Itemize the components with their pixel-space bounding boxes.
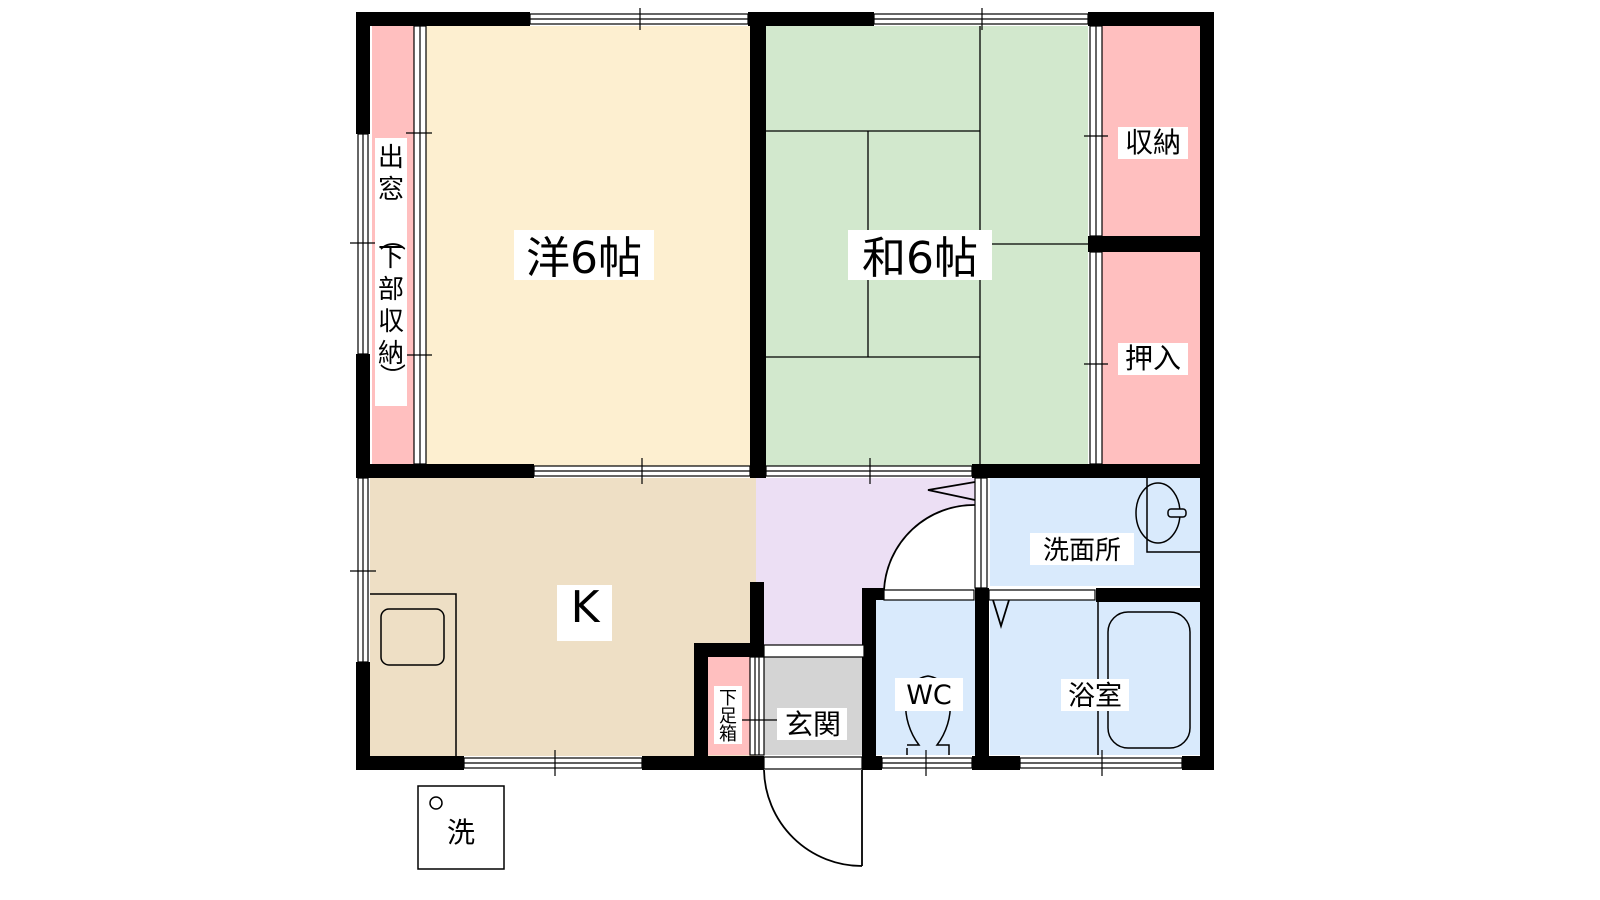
windows [350, 8, 1183, 776]
svg-text:出: 出 [378, 143, 404, 173]
doors [763, 481, 1010, 867]
walls [356, 12, 1214, 770]
svg-text:下: 下 [378, 243, 404, 273]
washroom-label: 洗面所 [1043, 536, 1121, 566]
washer-hole-icon [429, 796, 443, 810]
entrance-label: 玄関 [785, 708, 841, 741]
svg-text:（: （ [376, 225, 406, 251]
closet-lower-label: 押入 [1125, 342, 1181, 375]
washer-space [417, 785, 505, 870]
washer-label: 洗 [447, 816, 475, 849]
bay-window-label: 出 窓 （ 下 部 収 納 ） [376, 143, 406, 389]
bathroom-label: 浴室 [1068, 681, 1122, 712]
svg-text:）: ） [376, 363, 406, 389]
svg-text:下: 下 [719, 688, 737, 709]
japanese-room-label: 和6帖 [862, 233, 978, 284]
kitchen-sink [380, 608, 445, 666]
bathroom-floor [990, 600, 1200, 755]
hallway-door-swing-area [884, 504, 975, 590]
western-room-label: 洋6帖 [526, 233, 642, 284]
svg-text:部: 部 [378, 275, 404, 305]
svg-text:足: 足 [719, 706, 737, 727]
hallway-floor [756, 478, 975, 645]
svg-text:窓: 窓 [378, 175, 404, 205]
closet-upper-label: 収納 [1125, 126, 1181, 159]
toilet-bowl [905, 675, 951, 755]
toilet-floor [875, 600, 975, 755]
svg-text:納: 納 [378, 339, 404, 369]
svg-text:箱: 箱 [719, 724, 737, 745]
toilet-label: WC [906, 680, 952, 711]
kitchen-label: K [571, 582, 601, 633]
svg-text:収: 収 [378, 307, 404, 337]
washroom-floor [990, 478, 1200, 586]
shoe-box-label: 下 足 箱 [719, 688, 737, 745]
